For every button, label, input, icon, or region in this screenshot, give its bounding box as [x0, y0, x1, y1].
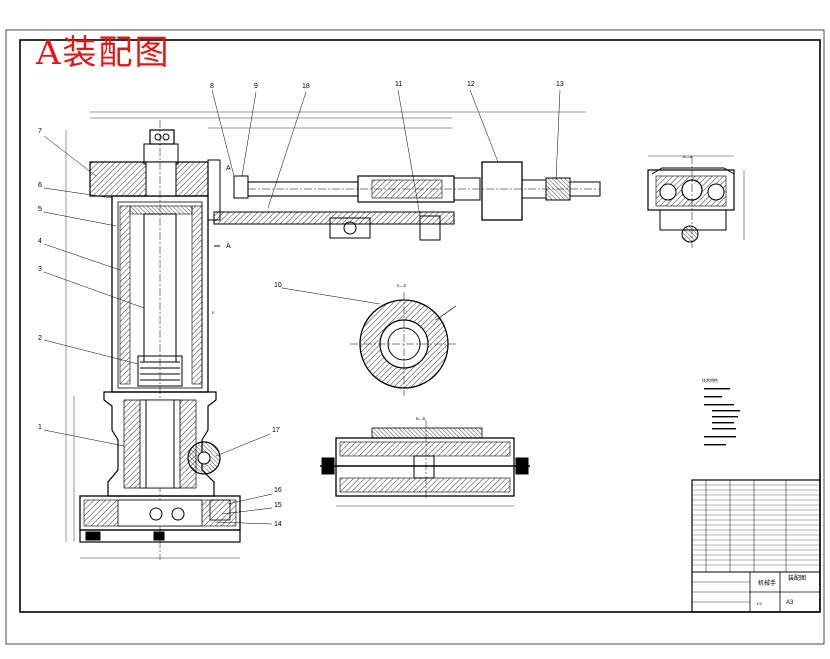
section-aa-view — [647, 155, 745, 248]
label-section-aa: A—A — [683, 154, 693, 159]
callout-6: 6 — [38, 182, 42, 189]
title-block-code: A3 — [786, 600, 794, 606]
column-assembly — [65, 111, 586, 560]
title-block-scale: 1:5 — [756, 601, 762, 606]
tech-notes-heading: 技术特性 — [702, 377, 718, 383]
callout-4: 4 — [38, 238, 42, 245]
label-section-ee: E—E — [397, 283, 407, 288]
title-block — [691, 479, 821, 613]
callout-16: 16 — [274, 487, 282, 494]
arm-assembly — [207, 159, 601, 247]
callout-2: 2 — [38, 335, 42, 342]
callout-17: 17 — [272, 427, 280, 434]
callout-13: 13 — [556, 81, 564, 88]
callout-8: 8 — [210, 83, 214, 90]
mark-e: E — [212, 310, 215, 315]
callout-11: 11 — [395, 81, 402, 88]
inner-frame — [19, 39, 821, 613]
callout-10: 10 — [274, 282, 282, 289]
callout-9: 9 — [254, 83, 258, 90]
section-ee-view — [350, 292, 458, 396]
callout-7: 7 — [38, 128, 42, 135]
mark-a-bottom: A — [226, 243, 231, 250]
callout-3: 3 — [38, 266, 42, 273]
title-block-name: 机械手 — [758, 579, 776, 587]
callout-15: 15 — [274, 502, 282, 509]
outer-frame — [5, 29, 825, 645]
callout-18: 18 — [302, 83, 310, 90]
mark-a-top: A — [226, 165, 231, 172]
callout-12: 12 — [467, 81, 475, 88]
drawing-title: A装配图 — [36, 33, 171, 73]
callout-14: 14 — [274, 521, 282, 528]
title-block-assembly: 装配图 — [788, 574, 806, 582]
label-section-bb: B—B — [416, 416, 426, 421]
leader-lines — [43, 89, 561, 525]
callout-5: 5 — [38, 206, 42, 213]
callout-1: 1 — [38, 424, 42, 431]
section-bb-view — [320, 420, 530, 507]
technical-notes: 技术特性 — [702, 377, 740, 446]
